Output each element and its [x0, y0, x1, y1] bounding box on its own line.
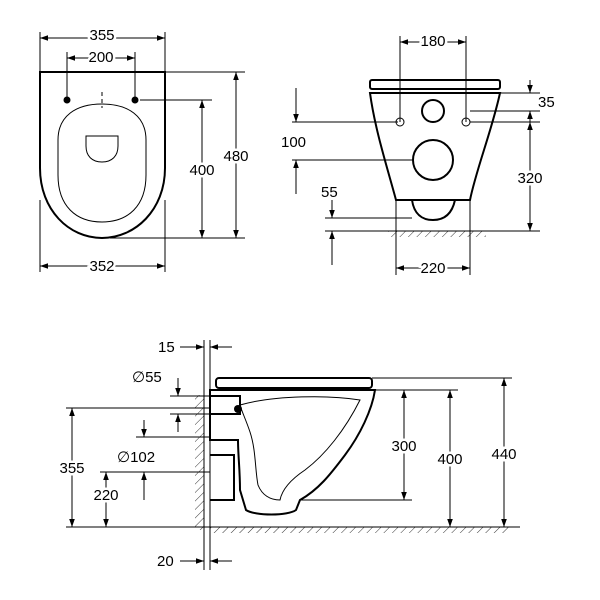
front-view: 180 35 100 320 55 220: [279, 31, 555, 280]
front-view-seat: [369, 79, 501, 90]
front-view-floor-hatch: [388, 231, 486, 237]
side-view-floor-hatch: [210, 527, 510, 533]
dim-35-label: 35: [538, 94, 555, 111]
dim-55-label: 55: [321, 184, 338, 201]
front-view-body: [368, 92, 502, 201]
front-view-outlet: [410, 199, 457, 222]
side-view-trap: [239, 396, 361, 501]
dim-dia55-label: ∅55: [132, 369, 162, 386]
side-view: 15 ∅55 ∅102 355 220 300 400 44: [57, 339, 520, 570]
side-view-inlet-bolt: [234, 405, 242, 413]
dim-355-label: 355: [89, 27, 114, 44]
dim-220-label: 220: [420, 260, 445, 277]
side-view-wall-hatch: [195, 395, 204, 530]
dim-15-label: 15: [158, 339, 175, 356]
dim-s220-label: 220: [93, 487, 118, 504]
dim-400-label: 400: [189, 162, 214, 179]
dim-20-label: 20: [157, 553, 174, 570]
dim-s400-label: 400: [437, 451, 462, 468]
dim-480-label: 480: [223, 148, 248, 165]
dim-100-label: 100: [281, 134, 306, 151]
top-view-bowl: [57, 103, 147, 223]
side-view-outlet-pipe: [210, 454, 235, 501]
dim-352-label: 352: [89, 258, 114, 275]
dim-s300-label: 300: [391, 438, 416, 455]
side-view-body: [209, 389, 377, 516]
side-view-inlet-pipe: [209, 395, 241, 415]
top-view-flush-hole: [85, 135, 119, 163]
dim-s440-label: 440: [491, 446, 516, 463]
dim-200-label: 200: [88, 49, 113, 66]
dim-s355-label: 355: [59, 460, 84, 477]
top-view: 355 200 352 400 480: [39, 25, 251, 278]
dim-180-label: 180: [420, 33, 445, 50]
side-view-seat: [215, 377, 373, 389]
front-view-inlet-hole: [421, 99, 445, 123]
dim-320-label: 320: [517, 170, 542, 187]
front-view-outlet-hole: [412, 139, 454, 181]
top-view-outline: [39, 71, 166, 240]
dim-dia102-label: ∅102: [117, 449, 155, 466]
